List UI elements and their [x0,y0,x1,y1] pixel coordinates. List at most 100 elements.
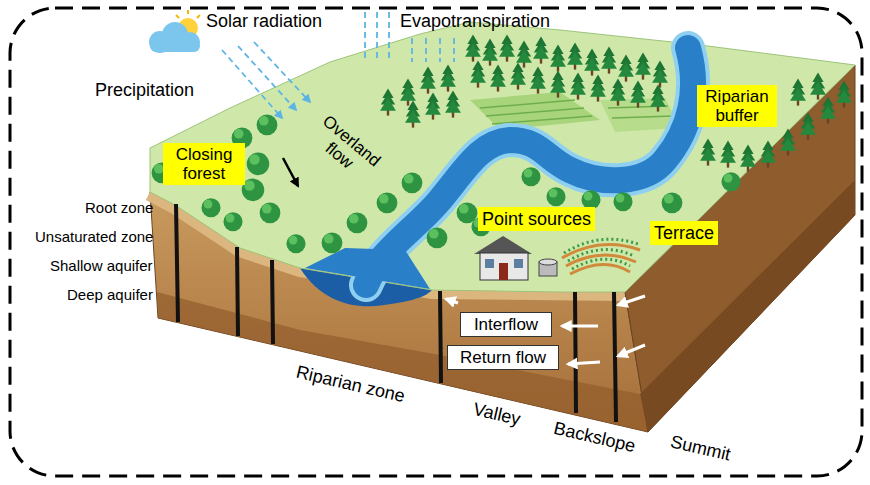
house-icon [474,236,532,280]
layer-label: Root zone [85,199,153,216]
broadleaf-trees-part [260,202,281,223]
conifer-forest-part [760,140,776,167]
river-water [366,48,693,285]
marker-lines-part [272,260,273,344]
conifer-forest [380,34,852,171]
terrace-fields-part [572,259,630,269]
broadleaf-trees-part [247,153,270,176]
evapotranspiration-lines-part [453,38,455,62]
subsurface-flow-arrows-part [618,296,645,305]
tank-icon [539,259,557,276]
conifer-forest-part [740,144,756,171]
conifer-forest-part [530,66,546,93]
evapotranspiration-lines-part [439,38,441,62]
sun-and-cloud-part-part [197,15,200,18]
conifer-forest-part [550,44,566,71]
broadleaf-trees-part [377,192,398,213]
slope-label: Valley [471,398,522,429]
conifer-forest-part [790,78,806,105]
conifer-forest-part [700,138,716,165]
broadleaf-trees-part [613,192,632,211]
evapotranspiration-lines-part [388,12,390,58]
sun-and-cloud [149,10,200,53]
conifer-forest-part [570,72,586,99]
marker-lines-part [614,292,616,422]
broadleaf-trees-part [242,179,265,202]
conifer-forest-part [635,52,651,79]
house-icon-part [474,236,532,254]
conifer-forest-part [490,64,506,91]
land-surface [150,22,855,292]
conifer-forest-part [482,38,498,65]
evapotranspiration-lines-part [376,12,378,58]
field-patch [470,92,600,130]
box-text: Interflow [466,315,546,334]
conifer-forest-part [470,60,486,87]
dashed-frame [10,8,862,476]
terrace-fields-part [570,264,630,274]
conifer-forest-part [780,128,796,155]
conifer-forest-part [820,96,836,123]
terrace-fields [562,239,640,274]
marker-lines-part [237,247,238,336]
crop-rows-part [492,116,592,124]
evapotranspiration-lines-part [425,38,427,62]
conifer-forest-part [510,62,526,89]
box-text: Terrace [654,223,714,243]
highlight-box: Riparian buffer [697,85,777,127]
evapotranspiration-lines-part [411,38,413,62]
top-surface [150,22,855,292]
subsurface-flow-arrows-part [562,325,598,328]
broadleaf-trees-part [201,198,220,217]
conifer-forest-part [405,100,421,127]
marker-lines-part [575,292,576,413]
tank-icon-part [539,259,557,265]
conifer-forest-part [567,42,583,69]
broadleaf-trees-part [662,192,683,213]
broadleaf-trees-part [402,172,423,193]
deep-aquifer-band [157,292,648,432]
conifer-forest-part [420,66,436,93]
broadleaf-trees-part [521,167,540,186]
house-icon-part [514,259,523,268]
conifer-forest-part [533,36,549,63]
conifer-forest-part [720,140,736,167]
overland-flow-arrow [283,158,298,186]
broadleaf-trees-part [257,114,278,135]
conifer-forest-part [601,46,617,73]
conifer-forest-part [800,112,816,139]
precipitation-arrows-part [238,46,296,110]
subsurface-flow-arrows-part [618,345,645,356]
box-text: Closing forest [167,145,241,183]
subsurface-flow-arrows-part [568,362,600,364]
sky-label: Precipitation [95,80,194,101]
box-text: Riparian buffer [701,87,773,125]
flow-box: Interflow [460,312,552,337]
conifer-forest-part [425,92,441,119]
conifer-forest-part [445,90,461,117]
sun-and-cloud-part-part [187,10,189,14]
broadleaf-trees-part [721,172,740,191]
broadleaf-trees-part [322,232,343,253]
house-icon-part [499,263,508,280]
sun-and-cloud-part-part [176,15,179,18]
crop-rows-part [486,108,584,116]
sky-label: Evapotranspiration [400,11,550,32]
conifer-forest-part [650,84,666,111]
highlight-box: Closing forest [163,143,245,185]
conifer-forest-part [618,54,634,81]
conifer-forest-part [590,74,606,101]
sky-label: Solar radiation [206,11,322,32]
sun-and-cloud-part [176,10,200,18]
house-icon-part [480,253,528,280]
broadleaf-trees-part [427,227,448,248]
conifer-forest-part [380,88,396,115]
layer-label: Shallow aquifer [50,257,153,274]
broadleaf-trees [152,114,741,253]
conifer-forest-part [836,80,852,107]
broadleaf-trees-part [546,187,565,206]
broadleaf-trees-part [347,212,368,233]
evapotranspiration-lines-part [364,12,366,58]
precipitation-arrows [222,42,310,118]
subsurface-flow-arrows-part [446,299,458,303]
